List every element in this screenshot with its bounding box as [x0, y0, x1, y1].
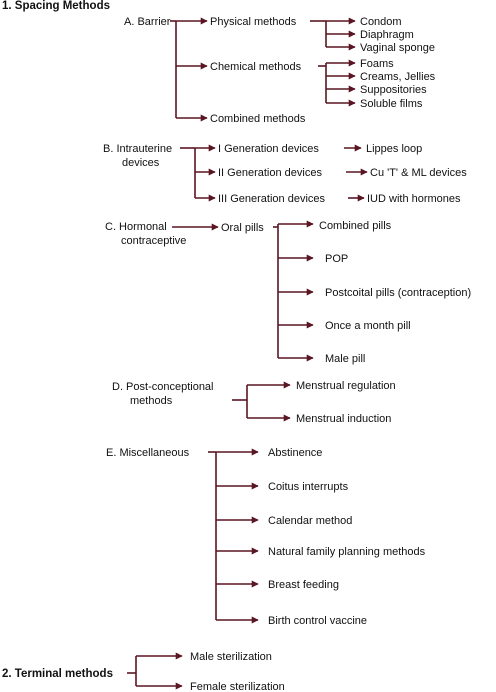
item-suppositories: Suppositories [360, 84, 427, 96]
combined-methods-label: Combined methods [210, 113, 306, 125]
miscellaneous-label: E. Miscellaneous [106, 447, 190, 459]
hormonal-label-line2: contraceptive [121, 235, 186, 247]
terminal-methods-title: 2. Terminal methods [2, 668, 113, 680]
iud-label-line2: devices [122, 157, 160, 169]
hormonal-group: C. Hormonal contraceptive Oral pills Com… [105, 220, 471, 365]
gen1-label: I Generation devices [218, 143, 319, 155]
item-pop: POP [325, 253, 348, 265]
item-foams: Foams [360, 58, 394, 70]
postconceptional-label-line2: methods [130, 395, 173, 407]
postconceptional-label-line1: D. Post-conceptional [112, 381, 214, 393]
postconceptional-group: D. Post-conceptional methods Menstrual r… [112, 380, 396, 425]
item-female-sterilization: Female sterilization [190, 681, 285, 692]
item-menstrual-regulation: Menstrual regulation [296, 380, 396, 392]
hormonal-label-line1: C. Hormonal [105, 221, 167, 233]
physical-methods-label: Physical methods [210, 16, 297, 28]
item-condom: Condom [360, 16, 402, 28]
item-male-sterilization: Male sterilization [190, 651, 272, 663]
gen2-label: II Generation devices [218, 167, 322, 179]
item-soluble-films: Soluble films [360, 98, 423, 110]
gen3-label: III Generation devices [218, 193, 326, 205]
miscellaneous-group: E. Miscellaneous Abstinence Coitus inter… [106, 447, 426, 627]
item-coitus-interrupts: Coitus interrupts [268, 481, 349, 493]
item-menstrual-induction: Menstrual induction [296, 413, 391, 425]
iud-group: B. Intrauterine devices I Generation dev… [103, 143, 467, 205]
item-iud-hormones: IUD with hormones [367, 193, 461, 205]
iud-label-line1: B. Intrauterine [103, 143, 172, 155]
item-vaginal-sponge: Vaginal sponge [360, 42, 435, 54]
item-breast-feeding: Breast feeding [268, 579, 339, 591]
item-combined-pills: Combined pills [319, 220, 392, 232]
item-birth-control-vaccine: Birth control vaccine [268, 615, 367, 627]
item-postcoital-pills: Postcoital pills (contraception) [325, 287, 471, 299]
item-once-a-month-pill: Once a month pill [325, 320, 411, 332]
barrier-label: A. Barrier [124, 16, 171, 28]
chemical-methods-label: Chemical methods [210, 61, 302, 73]
item-lippes-loop: Lippes loop [366, 143, 422, 155]
item-diaphragm: Diaphragm [360, 29, 414, 41]
terminal-group: 2. Terminal methods Male sterilization F… [2, 651, 285, 692]
item-male-pill: Male pill [325, 353, 365, 365]
item-abstinence: Abstinence [268, 447, 322, 459]
spacing-methods-title: 1. Spacing Methods [2, 0, 110, 12]
item-cu-t-ml: Cu 'T' & ML devices [370, 167, 467, 179]
item-natural-family-planning: Natural family planning methods [268, 546, 426, 558]
oral-pills-label: Oral pills [221, 222, 264, 234]
item-creams-jellies: Creams, Jellies [360, 71, 436, 83]
barrier-group: A. Barrier Physical methods Chemical met… [124, 16, 436, 125]
item-calendar-method: Calendar method [268, 515, 352, 527]
